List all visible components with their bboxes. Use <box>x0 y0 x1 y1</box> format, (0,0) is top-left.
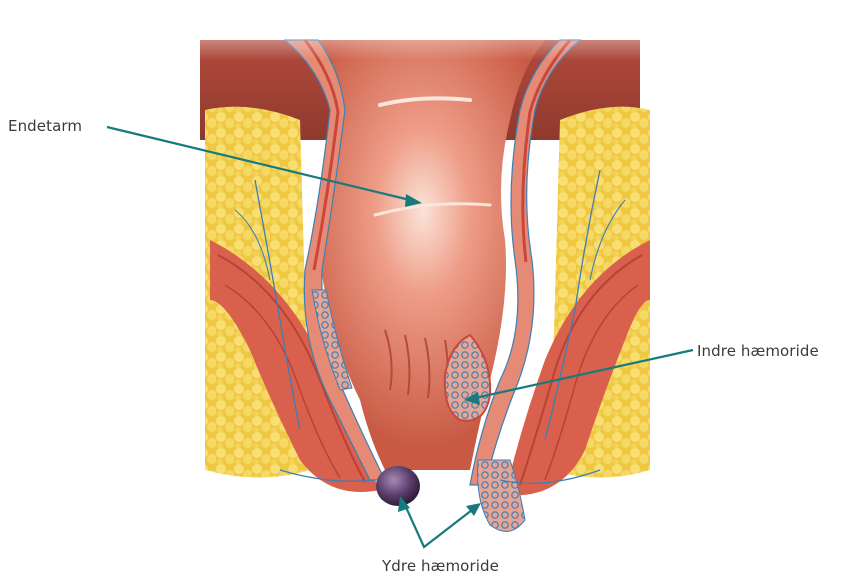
label-external-hemorrhoid: Ydre hæmoride <box>382 557 499 575</box>
label-rectum: Endetarm <box>8 117 82 135</box>
label-internal-hemorrhoid: Indre hæmoride <box>697 342 819 360</box>
leader-ydre <box>405 505 472 547</box>
external-hemorrhoid <box>376 466 420 506</box>
